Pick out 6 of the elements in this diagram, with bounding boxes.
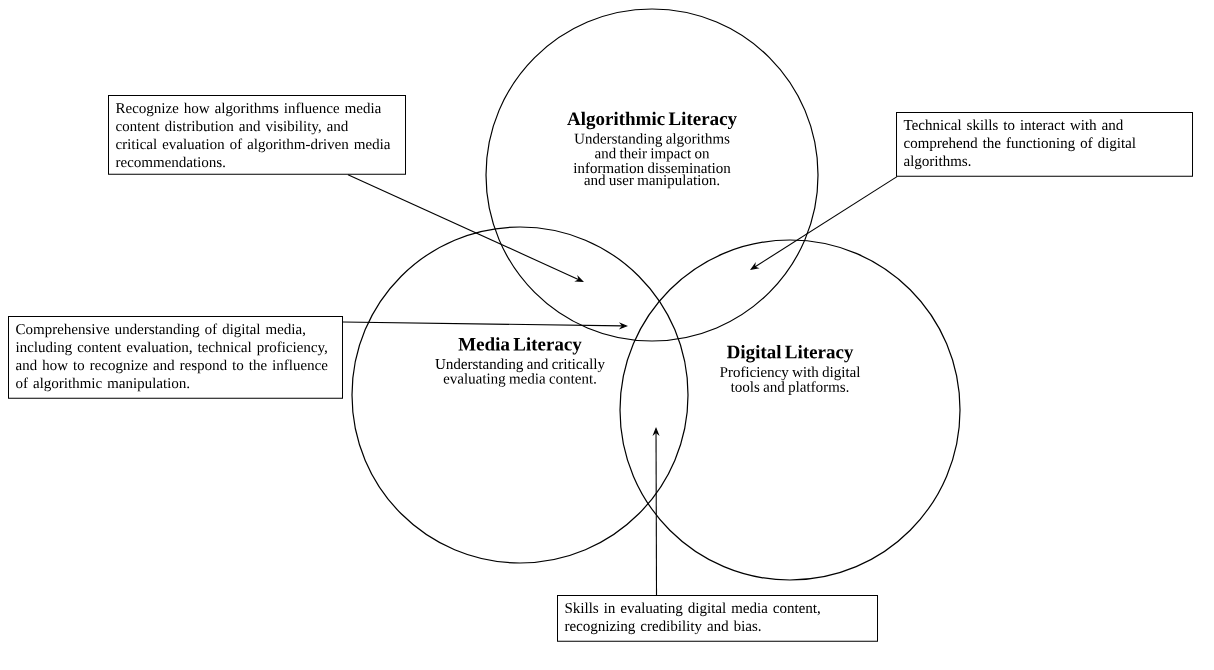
text-box: Recognize how algorithms influence media content distribution and visibility, and critical evaluation of algorithm-driven media recommendations. <box>108 95 406 175</box>
text-box: Technical skills to interact with and comprehend the functioning of digital algorithms. <box>896 112 1193 177</box>
leader-arrow <box>750 176 898 270</box>
text-box: Skills in evaluating digital media content, recognizing credibility and bias. <box>557 595 878 642</box>
leader-arrow <box>347 174 584 282</box>
text-box: Comprehensive understanding of digital media, including content evaluation, technical proficiency, and how to recognize and respond to the influence of algorithmic manipulation. <box>8 316 343 399</box>
